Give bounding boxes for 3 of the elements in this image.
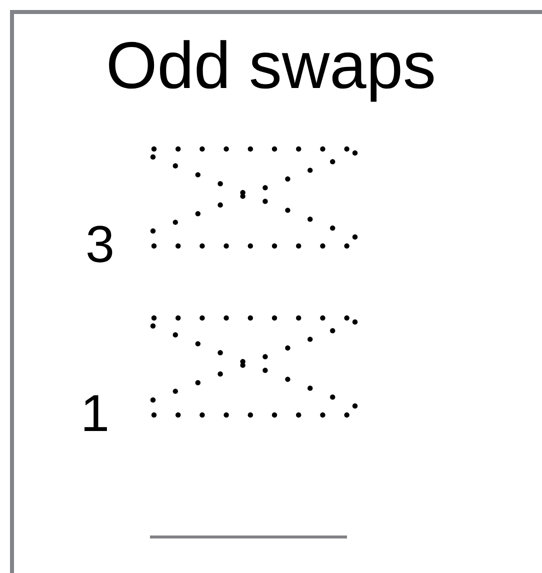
title: Odd swaps (109, 40, 434, 102)
row-number: 1 (84, 395, 107, 431)
row-number: 3 (88, 226, 112, 262)
